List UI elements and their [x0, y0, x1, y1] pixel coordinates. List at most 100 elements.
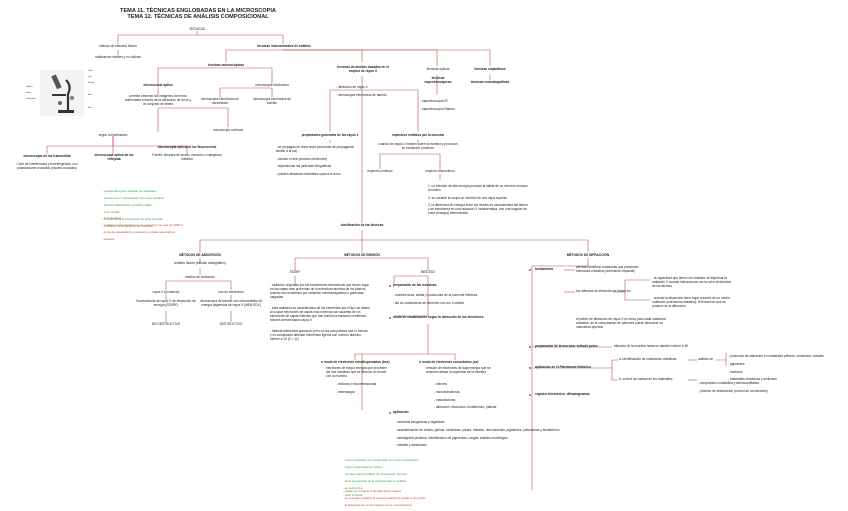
rayos-desc: fluorescencia de rayos X de dispersión d…: [136, 299, 196, 307]
red-note-2-3: - la búsqueda de su homogéneo no es repr…: [343, 502, 412, 507]
green-note-2-5: - es destructiva: [343, 485, 363, 490]
edxrf-desc-2: - esta radiación es característica de lo…: [270, 306, 370, 322]
edxrf-desc-1: - radiación originada por las transicion…: [270, 283, 369, 299]
green-note-2-4: - poca preparación de la muestra para su…: [343, 478, 407, 483]
analisis-item-3: - morteros: [728, 369, 743, 374]
electronica-node: microscopía electrónica: [255, 83, 289, 87]
edxrf-desc-3: - detecta elementos químicos, pero no lo…: [270, 329, 368, 341]
aplicacion-item-3: - estratigrafía pictórica: identificació…: [395, 435, 508, 440]
analisis-item-4: - materiales cerámicos y arcillosos: [728, 377, 777, 382]
propiedades-item-4: - pueden atravesar materiales opacos a l…: [276, 172, 341, 177]
edxrf-node: EDXRF: [289, 270, 301, 274]
patrimonio-node: aplicación en el Patrimonio Histórico: [535, 365, 591, 369]
opticas-item-1: - espectroscopía IR: [420, 98, 448, 103]
difraccion-node: MÉTODOS DE DIFRACCIÓN: [566, 253, 610, 257]
green-notes-2: - mayor resolución en comparación con ot…: [343, 455, 453, 501]
metodo-node: método de estudios físicos: [99, 44, 137, 48]
iluminacion-node: según la iluminación: [98, 133, 128, 137]
green-notes-1: - ventaja para gran variedad de material…: [102, 186, 212, 232]
green-note-1-6: - versátil en la preparación de muestras: [102, 223, 153, 228]
micro-label-objetivos: Objetivos: [26, 87, 33, 88]
opticas-item-2: - espectroscopía Raman: [420, 106, 455, 111]
metodos-b: - cuando la dispersión tiene lugar a tra…: [652, 296, 730, 308]
propiedades-item-3: - impresionan las películas fotográficas: [276, 164, 332, 169]
fluorescente-desc: Fuente: lámpara de xenón, mercurio o hal…: [152, 153, 222, 161]
aplicacion-item-4: - metales y aleaciones: [395, 443, 427, 448]
clasificacion-node: clasificación de las técnicas: [340, 223, 384, 227]
secund-node: modo de electrones secundarios (se): [422, 360, 479, 364]
secund-item-1: - relieves: [434, 381, 447, 386]
rayos-x-item-2: - microscopía electrónica de barrido: [336, 92, 387, 97]
espectros-item-3: 3. la diferencia de energía entre los ni…: [428, 203, 528, 216]
confocal-node: microscopio confocal: [213, 128, 243, 132]
green-note-2-3: - permite realizar análisis de composici…: [343, 471, 407, 476]
barrido-node: microscopía electrónica de barrido: [253, 97, 291, 105]
retro-items: - texturas y microestructuras - mineralo…: [336, 379, 396, 399]
mebedx-node: MEB-EDX: [420, 270, 436, 274]
red-notes-1: - microinvasiva - conlleva ciertas limit…: [102, 213, 212, 245]
aplicacion-item-1: - muestras inorgánicas y orgánicas: [395, 419, 445, 424]
prep-title: preparación de las muestras:: [393, 283, 438, 287]
secund-item-4: - alteración: disolución, biodeterioro, …: [434, 405, 497, 410]
red-note-1-2: - conlleva ciertas limitaciones de aumen…: [102, 222, 183, 227]
aplicacion-node: aplicación: [393, 410, 409, 414]
prep-item-2: - las no conductoras se recubren con oro…: [393, 300, 465, 305]
emision-node: MÉTODOS DE EMISIÓN: [344, 253, 380, 257]
visualizacion-node: modo de visualización según la detección…: [393, 315, 484, 319]
identificacion-node: a. identificación de sustancias cristali…: [619, 357, 677, 361]
espectros-items: 1. un electrón de alta energía produce l…: [428, 181, 528, 220]
fundamento-desc: permite identificar sustancias que prese…: [576, 265, 639, 273]
green-note-2-1: - mayor resolución en comparación con ot…: [343, 457, 419, 462]
registro-node: registro electrónico: difractogramas: [535, 392, 590, 396]
transmitida-desc: Color de interferencia y birrefringencia…: [16, 162, 78, 170]
analisis-items: - productos de alteración en materiales …: [728, 351, 840, 386]
espectros-desc: cuando los rayos X inciden sobre la mues…: [378, 142, 458, 150]
haz-desc: microscopía de barrido con microanálisis…: [199, 299, 263, 307]
title-line-2: TEMA 12. TÉCNICAS DE ANÁLISIS COMPOSICIO…: [127, 14, 269, 20]
prep-polvo-desc: triturado de la muestra hasta un tamaño …: [614, 344, 689, 348]
analisis-item-1: - productos de alteración en materiales …: [728, 353, 824, 358]
secund-item-3: - manufacturas: [434, 397, 456, 402]
transmitida-node: microscopio de luz transmitida: [23, 154, 71, 158]
prep-items: - muestra seca, sólida y conductora de l…: [393, 290, 493, 310]
control-items: - composición cualitativa y semicuantita…: [698, 378, 798, 398]
retro-node: modo de electrones retrodispersados (bse…: [324, 360, 390, 364]
medios-node: medios de excitación: [185, 275, 215, 279]
propiedades-node: propiedades generales de los rayos x: [301, 133, 359, 137]
micro-label-tubo: Tubo: [88, 77, 92, 78]
absorcion-desc: análisis físicos (estudio radiográfico): [174, 261, 226, 265]
fluorescente-node: microscopía óptica de luz fluorescente: [157, 145, 217, 149]
propiedades-item-2: - ionizan el aire (sonizan electrones): [276, 156, 328, 161]
propiedades-item-1: - se propagan en línea recta (velocidad …: [276, 144, 355, 153]
instrumentales-node: técnicas instrumentales de análisis: [257, 44, 311, 48]
secund-items: - relieves - microestructuras - manufact…: [434, 379, 514, 414]
secund-item-2: - microestructuras: [434, 389, 460, 394]
root-node: TÉCNICAS: [188, 27, 206, 31]
espectros-item-2: 2. se vacante la ocupa un electrón de un…: [428, 195, 508, 200]
green-note-1-2: - económica en comparación con otras sim…: [102, 195, 165, 200]
cromato-node: técnicas cromatográficas: [470, 80, 510, 84]
no-destructivo-node: NO DESTRUCTIVO: [151, 322, 181, 326]
aplicacion-items: - muestras inorgánicas y orgánicas - car…: [395, 417, 595, 452]
analisis-item-2: - pigmentos: [728, 361, 745, 366]
radiaciones-node: radiaciones visibles y no visibles: [95, 55, 141, 59]
destructivo-node: DESTRUCTIVO: [219, 322, 243, 326]
retro-item-2: - mineralogía: [336, 389, 355, 394]
control-item-2: - proceso de elaboración (control de con…: [698, 388, 768, 393]
red-note-1-4: - escasos: [102, 236, 115, 241]
retro-desc: electrones de mayor energía que proceden…: [326, 366, 387, 378]
reflejada-node: microscopía óptica de luz reflejada: [94, 153, 134, 161]
opticas-node: técnicas ópticas: [426, 67, 450, 71]
secund-desc: emisión de electrones de baja energía qu…: [426, 366, 491, 374]
aplicacion-item-2: - caracterización de vidrios, gemas, cer…: [395, 427, 560, 432]
green-note-1-1: - ventaja para gran variedad de material…: [102, 188, 157, 193]
micro-label-condensador: Condensador: [26, 99, 36, 100]
analisis-node: análisis de: [698, 357, 714, 361]
prep-item-1: - muestra seca, sólida y conductora de l…: [393, 292, 478, 297]
haz-node: haz de electrones: [218, 290, 244, 294]
micro-label-brazo: Brazo: [88, 95, 93, 96]
rayos-primarios-node: rayos X (primarios): [152, 290, 180, 294]
rayos-x-items: - difracción de rayos X - microscopía el…: [336, 82, 406, 102]
optica-node: microscopía óptica: [143, 83, 173, 87]
